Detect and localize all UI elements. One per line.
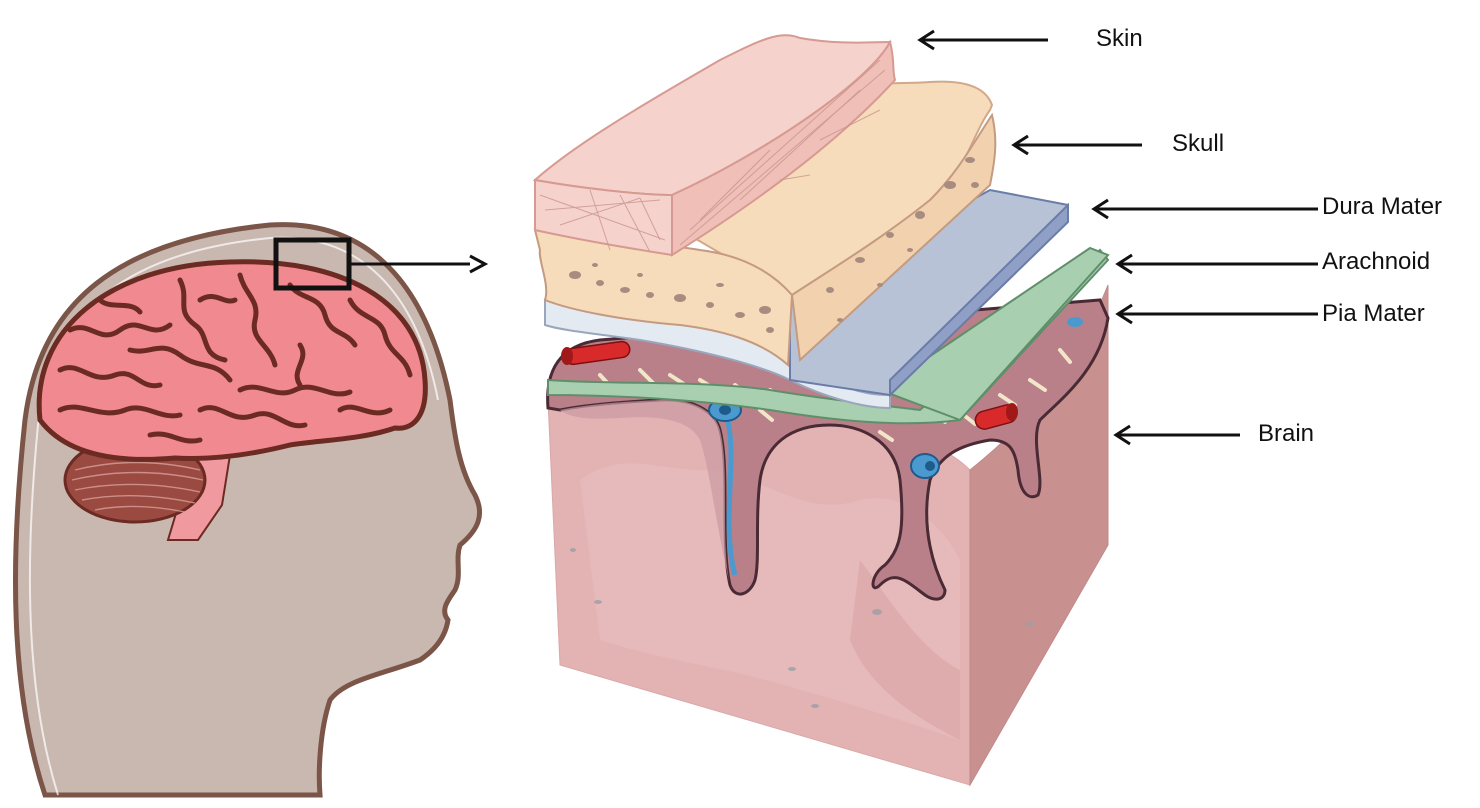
head-illustration	[12, 222, 489, 798]
label-brain: Brain	[1258, 420, 1315, 447]
skin-layer-side	[671, 39, 897, 257]
label-arachnoid: Arachnoid	[1322, 248, 1431, 275]
skull-arrow	[1011, 134, 1142, 156]
brain-sulci	[57, 272, 413, 444]
dura-arrow	[1091, 198, 1318, 220]
tissue-block	[532, 34, 1110, 787]
skull-layer-side	[790, 112, 997, 363]
brain-arrow	[1113, 424, 1240, 446]
label-pia-mater: Pia Mater	[1322, 300, 1425, 327]
label-dura-mater: Dura Mater	[1322, 193, 1443, 220]
skin-arrow	[917, 29, 1048, 51]
label-skull: Skull	[1172, 130, 1225, 157]
vein-right	[1067, 317, 1083, 327]
gray-matter-shading	[580, 463, 960, 740]
bone-pores	[569, 157, 979, 333]
pia-arrow	[1115, 303, 1318, 325]
zoom-arrow-head	[469, 254, 489, 274]
skin-texture	[539, 59, 886, 253]
zoom-region-box	[273, 237, 352, 291]
pointer-arrows	[917, 29, 1318, 446]
vein-left	[722, 411, 738, 576]
arachnoid-arrow	[1115, 253, 1318, 275]
label-skin: Skin	[1096, 25, 1143, 52]
